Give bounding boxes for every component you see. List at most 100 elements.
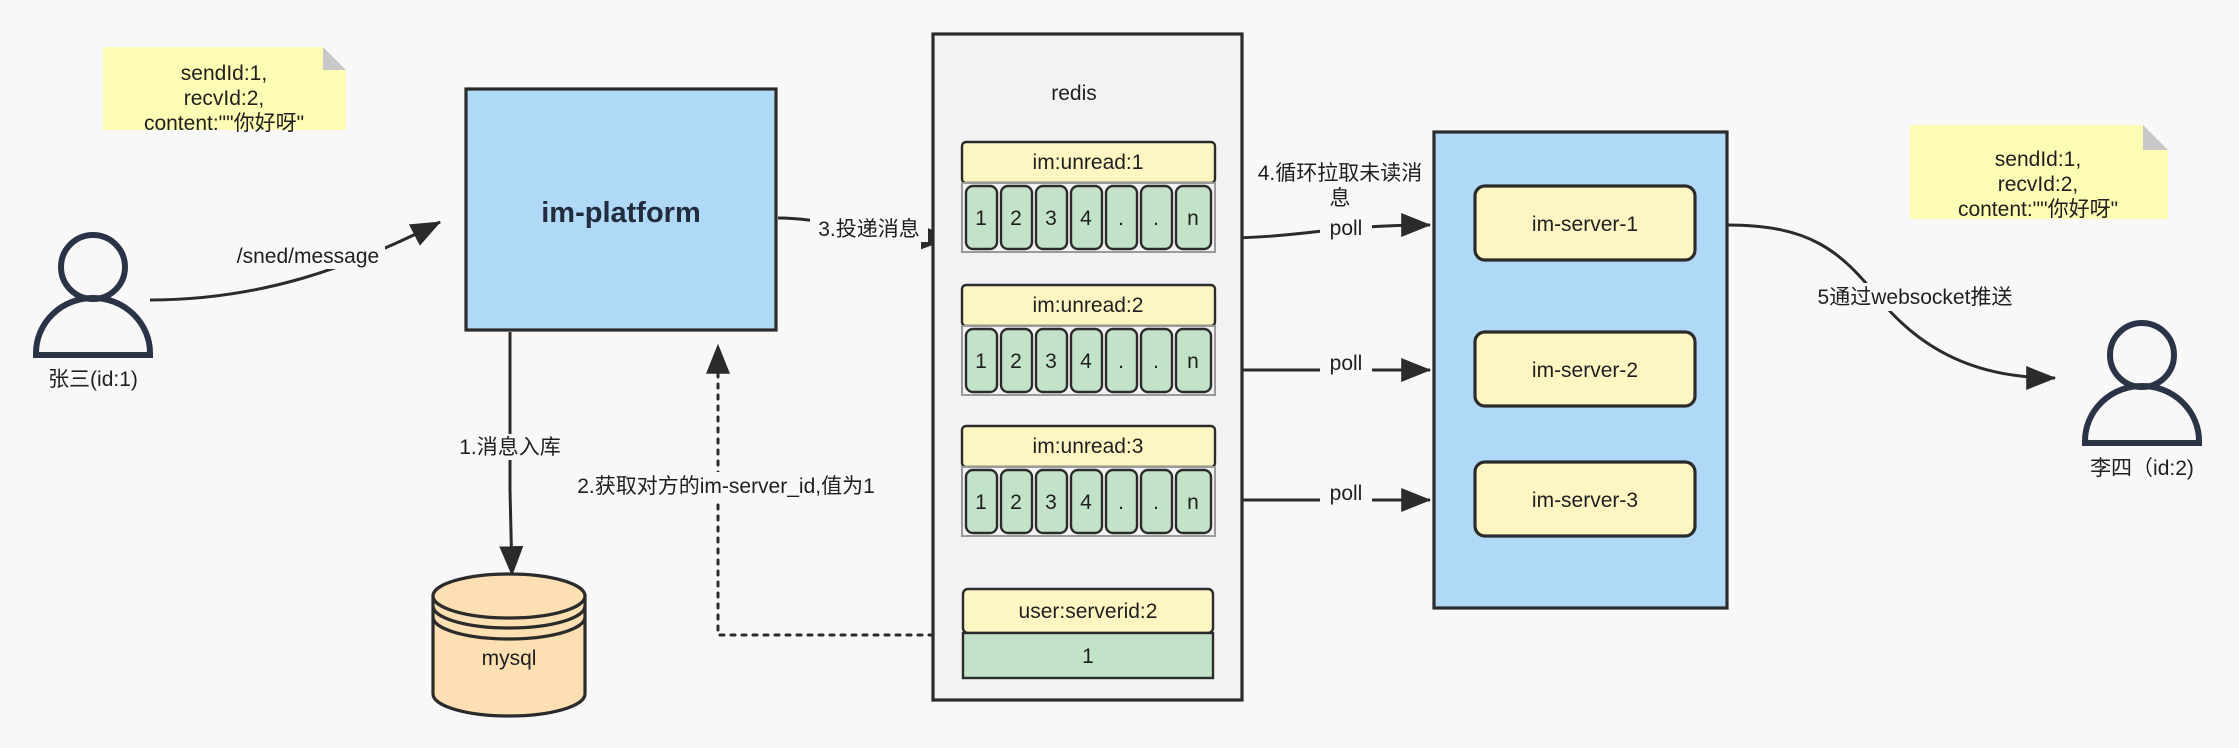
edge-label-step4: 4.循环拉取未读消 息 [1256,160,1424,212]
im-server-3-box[interactable] [1473,460,1697,538]
redis-cell[interactable] [964,184,999,251]
redis-cell[interactable] [1174,327,1213,394]
note-right-line1: sendId:1, [1995,148,2081,171]
redis-cell[interactable] [999,327,1034,394]
redis-cell-label: 1 [975,350,987,373]
redis-cell-label: . [1153,350,1159,373]
sender-label: 张三(id:1) [48,368,138,391]
redis-cell[interactable] [999,184,1034,251]
edge-label-step5: 5通过websocket推送 [1790,283,2040,311]
im-server-3-label: im-server-3 [1532,489,1638,512]
redis-cell[interactable] [1104,184,1139,251]
node-im-server-1[interactable]: im-server-1 [1473,184,1697,262]
redis-key-2[interactable]: im:unread:3 1 2 3 4 . . n [960,424,1217,537]
edge-label-step2-text: 2.获取对方的im-server_id,值为1 [577,475,875,498]
redis-cell-label: 4 [1080,350,1092,373]
redis-cell[interactable] [1069,468,1104,535]
node-mysql[interactable]: mysql [431,572,587,718]
note-left-line3: content:""你好呀" [144,112,304,135]
redis-cell[interactable] [1139,468,1174,535]
redis-cell-label: . [1153,207,1159,230]
sender-body-icon [33,295,153,358]
redis-key-0-cells: 1 2 3 4 . . n [964,184,1213,251]
redis-serverid-entry[interactable]: user:serverid:2 1 [961,587,1215,680]
redis-cell[interactable] [1104,327,1139,394]
redis-key-1[interactable]: im:unread:2 1 2 3 4 . . n [960,283,1217,396]
node-redis[interactable]: redis im:unread:1 1 2 3 4 . [931,32,1244,702]
redis-cell[interactable] [1069,184,1104,251]
sender-head-icon [58,232,128,302]
node-im-platform[interactable]: im-platform [464,87,778,332]
label-bg [231,243,385,269]
redis-cell[interactable] [1069,327,1104,394]
node-im-server-3[interactable]: im-server-3 [1473,460,1697,538]
label-bg [578,472,874,500]
redis-cell[interactable] [964,327,999,394]
redis-serverid-value-box[interactable] [961,631,1215,680]
label-bg [1256,160,1424,212]
redis-cell[interactable] [999,468,1034,535]
im-server-1-label: im-server-1 [1532,213,1638,236]
edge-user-to-platform [149,220,442,302]
node-im-server-2[interactable]: im-server-2 [1473,330,1697,408]
redis-cell-label: . [1118,350,1124,373]
redis-cell-label: . [1118,207,1124,230]
edge-label-poll2-text: poll [1330,352,1363,375]
edge-label-step4-line2: 息 [1330,187,1351,210]
edge-label-step5-text: 5通过websocket推送 [1818,286,2013,309]
label-bg [1320,350,1372,376]
node-im-server-cluster[interactable]: im-server-1 im-server-2 im-server-3 [1432,130,1729,610]
redis-cell[interactable] [1104,468,1139,535]
mysql-cylinder-top [431,572,587,620]
redis-cell[interactable] [964,468,999,535]
redis-cell[interactable] [1174,468,1213,535]
im-server-2-label: im-server-2 [1532,359,1638,382]
redis-cell[interactable] [1139,327,1174,394]
redis-cell-label: 1 [975,491,987,514]
edge-label-step4-line1: 4.循环拉取未读消 [1258,162,1423,185]
redis-cell-label: n [1187,350,1199,373]
edge-label-step1: 1.消息入库 [456,434,564,460]
receiver-body-icon [2082,383,2202,446]
redis-cell-label: 2 [1010,207,1022,230]
mysql-label: mysql [482,647,537,670]
im-platform-box[interactable] [464,87,778,332]
actor-sender: 张三(id:1) [33,232,153,391]
edge-label-step1-text: 1.消息入库 [459,436,561,459]
redis-cell[interactable] [1034,327,1069,394]
label-bg [810,216,928,242]
actor-receiver: 李四（id:2) [2082,320,2202,480]
redis-cell[interactable] [1139,184,1174,251]
redis-cell[interactable] [1034,184,1069,251]
edge-redis1-to-server1 [1221,213,1432,240]
redis-key-0-name: im:unread:1 [1033,151,1144,174]
note-left-line1: sendId:1, [181,62,267,85]
note-right-line2: recvId:2, [1998,173,2079,196]
redis-cell-label: n [1187,491,1199,514]
label-bg [1320,480,1372,506]
redis-title: redis [1051,82,1097,105]
im-server-1-box[interactable] [1473,184,1697,262]
label-bg [456,434,564,460]
edge-platform-to-mysql [499,332,524,577]
note-left-line2: recvId:2, [184,87,265,110]
note-right: sendId:1, recvId:2, content:""你好呀" [1910,125,2168,221]
im-server-2-box[interactable] [1473,330,1697,408]
edge-label-poll1: poll [1320,215,1372,241]
edge-label-step3-text: 3.投递消息 [818,218,920,241]
redis-cell-label: 4 [1080,491,1092,514]
redis-cell[interactable] [1034,468,1069,535]
redis-cell[interactable] [1174,184,1213,251]
redis-key-1-name: im:unread:2 [1033,294,1144,317]
edge-label-step2: 2.获取对方的im-server_id,值为1 [577,472,875,500]
redis-cell-label: . [1118,491,1124,514]
edge-label-poll1-text: poll [1330,217,1363,240]
redis-key-2-cells: 1 2 3 4 . . n [964,468,1213,535]
label-bg [1790,283,2040,311]
redis-key-0[interactable]: im:unread:1 1 2 3 4 . . n [960,140,1217,253]
redis-key-1-cells: 1 2 3 4 . . n [964,327,1213,394]
edge-label-poll3: poll [1320,480,1372,506]
redis-cell-label: 3 [1045,207,1057,230]
redis-cell-label: 2 [1010,350,1022,373]
